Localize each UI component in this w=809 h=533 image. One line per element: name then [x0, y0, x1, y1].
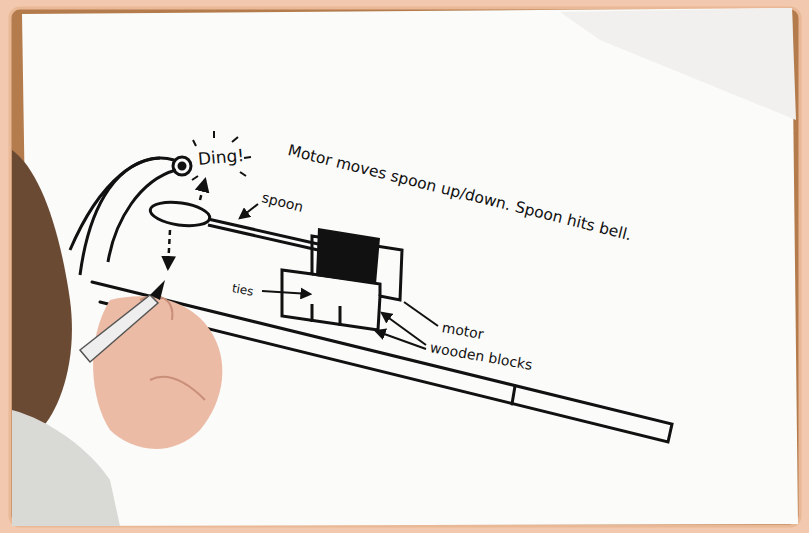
- hair: [12, 150, 72, 430]
- part-name: wooden blocks: [429, 340, 534, 373]
- paper-shade: [560, 8, 796, 120]
- down-arrow: [168, 230, 170, 268]
- part-name: spoon: [260, 190, 305, 215]
- part-name: motor: [441, 320, 485, 342]
- leader-lines: [240, 204, 438, 349]
- note-text: Motor moves spoon up/down. Spoon hits be…: [286, 142, 633, 244]
- sleeve: [12, 410, 120, 526]
- motor-body: [316, 228, 380, 284]
- table: [10, 8, 800, 526]
- part-name: ties: [231, 282, 255, 299]
- hand: [80, 280, 222, 449]
- sparkle-marks: [192, 131, 251, 180]
- up-arrow: [200, 180, 205, 200]
- paper: [22, 8, 798, 526]
- bell-drawing: [70, 157, 191, 275]
- sound-word: Ding!: [197, 146, 245, 169]
